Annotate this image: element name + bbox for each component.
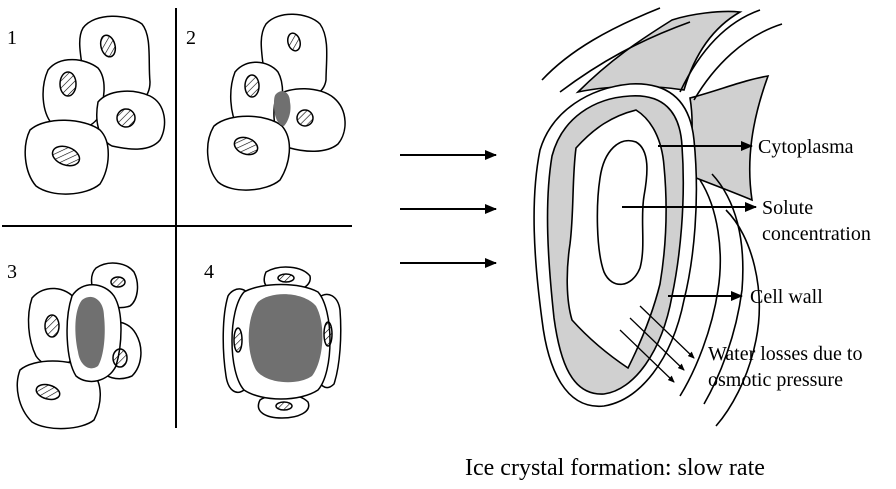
nucleus [113, 349, 127, 367]
diagram-caption: Ice crystal formation: slow rate [465, 455, 765, 481]
water-loss-label-line1: Water losses due to [708, 343, 862, 365]
solute-label-line1: Solute [762, 197, 813, 219]
nucleus [245, 75, 259, 97]
panel-number-1: 1 [7, 27, 17, 49]
nucleus [324, 322, 332, 346]
neighbor-cell-top [578, 11, 740, 92]
water-loss-label-line2: osmotic pressure [708, 369, 843, 391]
nucleus [111, 277, 125, 287]
panel-2-cells [208, 14, 345, 190]
nucleus [276, 402, 292, 410]
ice-crystal [249, 294, 323, 382]
nucleus [45, 315, 59, 337]
ice-crystal [75, 297, 104, 368]
vacuole [597, 141, 647, 285]
panel-number-2: 2 [186, 27, 196, 49]
nucleus [60, 72, 76, 96]
nucleus [278, 274, 294, 282]
panel-3-cells [17, 263, 141, 429]
transition-arrows [400, 155, 496, 263]
panel-number-3: 3 [7, 261, 17, 283]
neighbor-cell-right [686, 76, 768, 200]
panel-1-cells [25, 16, 164, 194]
cell [43, 60, 104, 130]
panel-number-4: 4 [204, 261, 214, 283]
solute-label-line2: concentration [762, 223, 871, 245]
cytoplasma-label: Cytoplasma [758, 136, 854, 158]
nucleus [297, 110, 313, 126]
nucleus [117, 109, 135, 127]
nucleus [234, 328, 242, 352]
panel-4-cells [223, 267, 341, 418]
cell-wall-label: Cell wall [750, 286, 823, 308]
